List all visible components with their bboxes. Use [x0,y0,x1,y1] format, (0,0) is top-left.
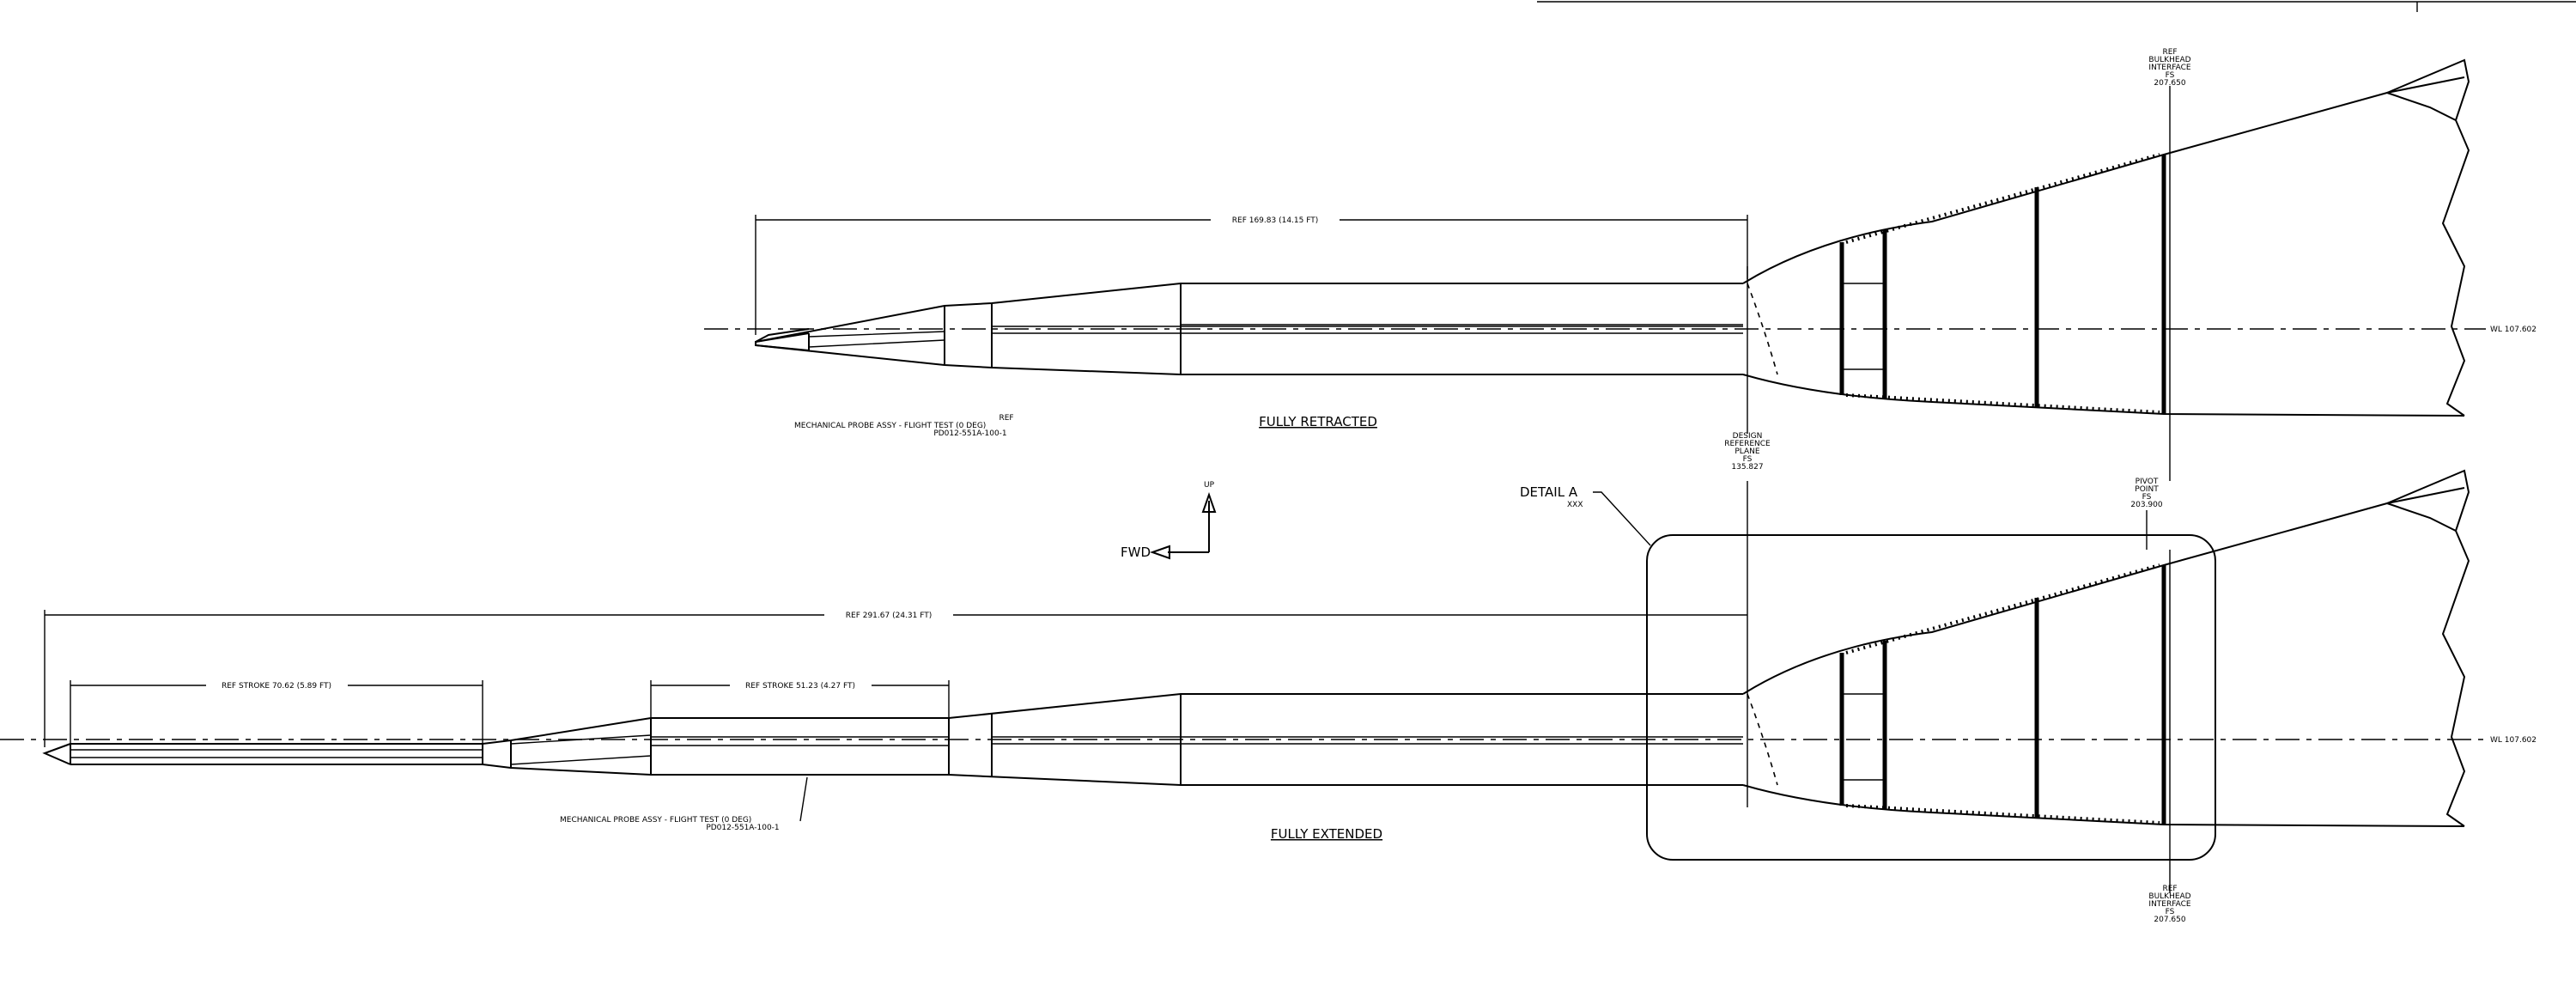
callout-line: FS [2142,493,2152,502]
fwd-label: FWD [1121,545,1151,560]
extended-probe-note-part: PD012-551A-100-1 [706,824,779,832]
callout-line: INTERFACE [2148,900,2190,909]
retracted-probe-nose [755,328,810,343]
retracted-probe-note-title: MECHANICAL PROBE ASSY - FLIGHT TEST (0 D… [794,422,986,430]
extended-fairing-lower [1742,784,2465,827]
extended-rivet-row [1845,804,2160,825]
detail-label: DETAIL A [1520,484,1578,500]
callout-line: FS [2166,908,2175,916]
retracted-view-title: FULLY RETRACTED [1259,414,1377,429]
callout-line: 135.827 [1731,463,1763,472]
orientation-indicator: UP FWD [1121,481,1217,560]
callout-line: REF [2162,48,2177,57]
callout-line: BULKHEAD [2148,892,2190,901]
extended-break-line [2386,469,2470,827]
retracted-probe-cone-lower [755,344,1743,375]
retracted-wl-label: WL 107.602 [2490,326,2537,334]
retracted-nacelle-tip [2386,92,2457,121]
extended-probe-leader [799,776,808,822]
stroke-2-dim: REF STROKE 51.23 (4.27 FT) [745,682,855,691]
callout-line: POINT [2135,485,2159,494]
retracted-probe-note-part: PD012-551A-100-1 [933,429,1006,438]
callout-line: REFERENCE [1724,440,1771,448]
up-arrow-head [1201,491,1217,513]
extended-view-title: FULLY EXTENDED [1271,826,1382,842]
extended-overall-dim: REF 291.67 (24.31 FT) [846,612,933,620]
extended-probe-tip [42,743,71,765]
retracted-probe-note-ref: REF [999,414,1013,423]
extended-probe-cone [482,693,1743,745]
pivot-point-callout: PIVOT POINT FS 203.900 [2130,478,2163,550]
extended-wl-label: WL 107.602 [2490,736,2537,745]
retracted-inner-tube [808,324,1743,348]
extended-inner-tube [510,734,1743,765]
retracted-pivot-arc [1747,283,1778,375]
callout-line: BULKHEAD [2148,56,2190,64]
callout-line: DESIGN [1733,432,1763,441]
detail-leader [1593,491,1651,546]
retracted-dim-mask [1211,214,1340,226]
detail-a-boundary [1646,534,2216,861]
stroke-1-mask [206,679,348,691]
retracted-fairing-lower [1742,374,2465,417]
detail-a-callout: DETAIL A XXX [1520,484,2216,861]
stroke-2-mask [730,679,872,691]
callout-line: 207.650 [2154,79,2185,88]
bulkhead-callout-top: REF BULKHEAD INTERFACE FS 207.650 [2148,48,2190,88]
design-reference-callout: DESIGN REFERENCE PLANE FS 135.827 [1724,432,1771,472]
extended-probe-note-title: MECHANICAL PROBE ASSY - FLIGHT TEST (0 D… [560,816,751,825]
fwd-arrow-head [1149,545,1170,560]
retracted-break-line [2386,58,2470,417]
extended-nacelle-tip [2386,502,2457,532]
retracted-view: WL 107.602 REF 169 [704,58,2537,481]
bulkhead-callout-bottom: REF BULKHEAD INTERFACE FS 207.650 [2148,885,2190,924]
extended-pivot-arc [1747,693,1778,786]
callout-line: 207.650 [2154,916,2185,924]
callout-line: 203.900 [2130,501,2162,509]
extended-probe-cone-lower [482,764,1743,786]
callout-line: REF [2162,885,2177,893]
retracted-rivet-row [1845,153,2160,244]
callout-line: PLANE [1735,447,1760,456]
extended-dim-mask [824,609,953,621]
extended-rivet-row [1845,563,2160,654]
up-label: UP [1204,481,1215,490]
extended-probe-outer [70,743,483,765]
detail-sub-label: XXX [1567,501,1583,509]
stroke-1-dim: REF STROKE 70.62 (5.89 FT) [222,682,331,691]
retracted-overall-dim: REF 169.83 (14.15 FT) [1232,216,1319,225]
retracted-fairing-upper [1742,76,2465,284]
callout-line: FS [2166,71,2175,80]
callout-line: FS [1743,455,1753,464]
callout-line: PIVOT [2136,478,2159,486]
callout-line: INTERFACE [2148,64,2190,72]
extended-fairing-upper [1742,487,2465,695]
extended-view: WL 107.602 REF 291.67 ( [0,469,2537,893]
extended-probe-inner [70,749,483,758]
retracted-rivet-row [1845,393,2160,414]
